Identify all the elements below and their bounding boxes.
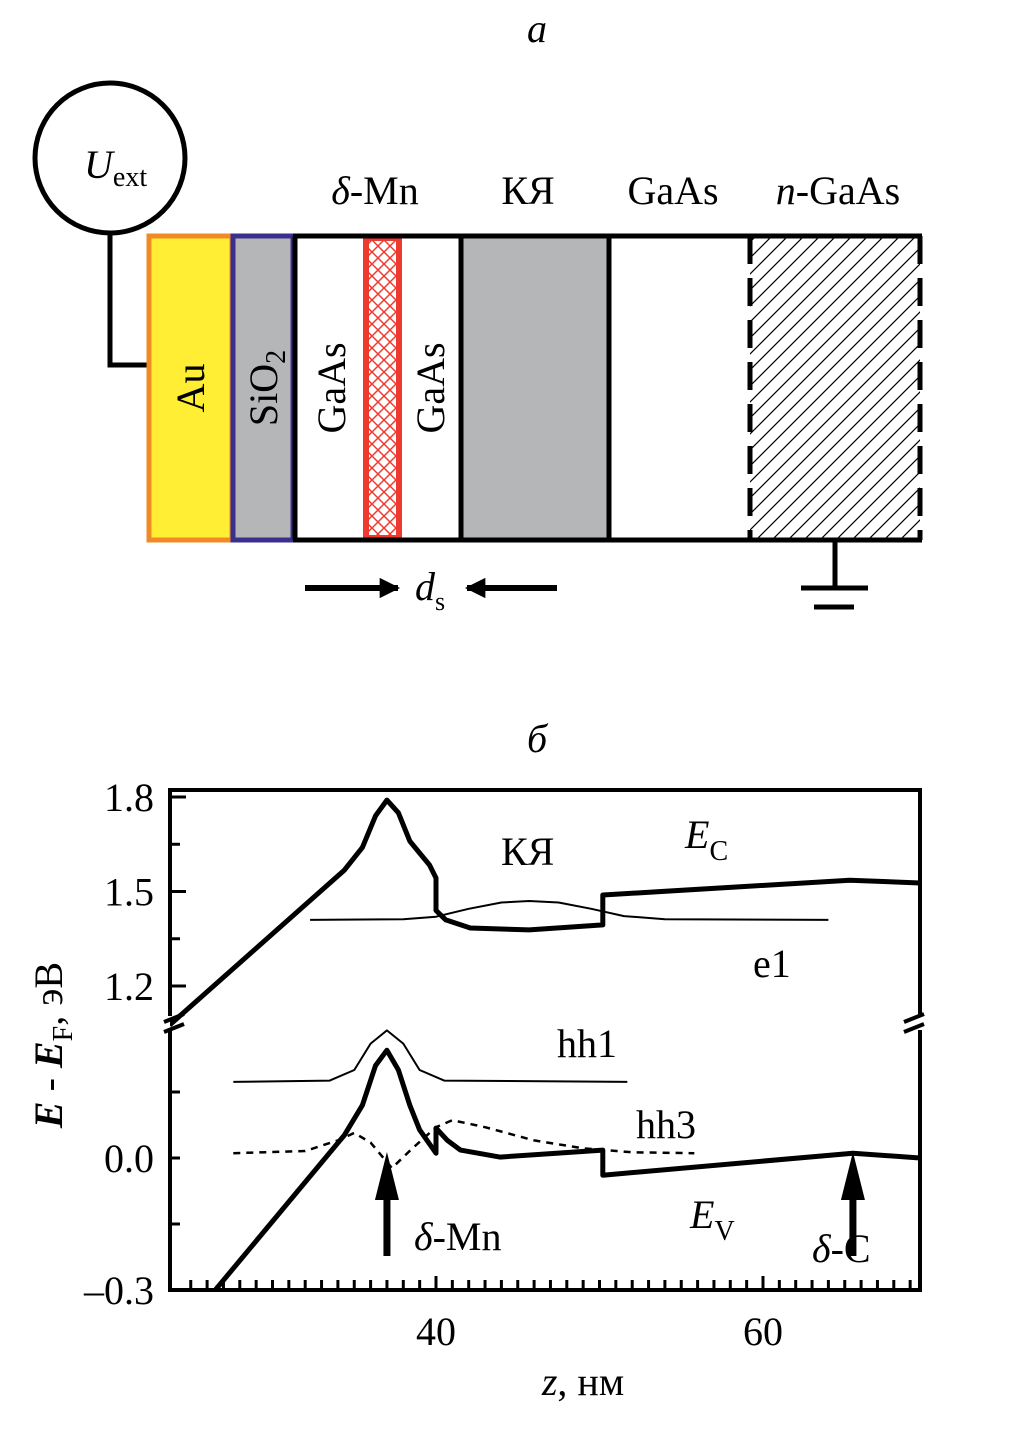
y-tick-label: 1.2 — [104, 964, 154, 1009]
series-e-v — [213, 1047, 920, 1290]
qw-label: КЯ — [501, 168, 554, 213]
hh1-annotation: hh1 — [557, 1021, 617, 1066]
structure-outline — [292, 233, 923, 543]
au-label: Au — [168, 364, 213, 413]
delta-c-annotation: δ-C — [812, 1226, 871, 1271]
source-label: Uext — [84, 142, 147, 193]
y-tick-label: 1.8 — [104, 775, 154, 820]
series-hh3 — [233, 1118, 695, 1170]
n-gaas-label: n-GaAs — [776, 168, 900, 213]
y-tick-label: 0.0 — [104, 1136, 154, 1181]
series-e1 — [310, 900, 829, 921]
hh3-annotation: hh3 — [636, 1102, 696, 1147]
y-axis-label: E - EF, эВ — [26, 962, 79, 1129]
e1-annotation: e1 — [753, 941, 791, 986]
series-hh1 — [233, 1029, 628, 1083]
delta-c-arrowhead — [840, 1152, 865, 1200]
panel-a-label: а — [527, 6, 547, 51]
y-tick-label: –0.3 — [83, 1268, 154, 1313]
x-axis-label: z, нм — [541, 1359, 624, 1404]
sio2-layer — [230, 233, 296, 543]
gaas-label-1: GaAs — [309, 342, 354, 433]
wire — [107, 233, 150, 368]
quantum-well-layer — [461, 236, 609, 540]
series-group — [170, 797, 920, 1290]
ec-annotation: EC — [684, 812, 728, 867]
sio2-label: SiO2 — [241, 350, 292, 426]
ground-icon — [801, 540, 868, 610]
ev-annotation: EV — [689, 1192, 735, 1247]
x-tick-label: 40 — [416, 1309, 456, 1354]
panel-a: а Uext Au SiO2 GaAs GaAs δ-Mn КЯ GaAs — [32, 6, 923, 616]
delta-mn-annotation: δ-Mn — [414, 1214, 501, 1259]
delta-mn-arrowhead — [374, 1152, 399, 1200]
delta-mn-label: δ-Mn — [331, 168, 418, 213]
axis-ticks: 40 60 1.8 1.5 1.2 0.0 –0.3 — [83, 775, 912, 1354]
axis-break-marks — [160, 1012, 930, 1034]
delta-mn-layer — [363, 235, 402, 541]
qw-annotation: КЯ — [501, 829, 554, 874]
series-e-c — [170, 797, 920, 1027]
plot-frame — [168, 788, 922, 1292]
panel-b-label: б — [527, 716, 549, 761]
x-tick-label: 60 — [743, 1309, 783, 1354]
n-gaas-layer — [750, 236, 920, 540]
spacer-label: ds — [415, 564, 445, 616]
gaas-label-2: GaAs — [408, 342, 453, 433]
gaas-label-top: GaAs — [627, 168, 718, 213]
y-tick-label: 1.5 — [104, 870, 154, 915]
au-layer — [146, 233, 235, 543]
